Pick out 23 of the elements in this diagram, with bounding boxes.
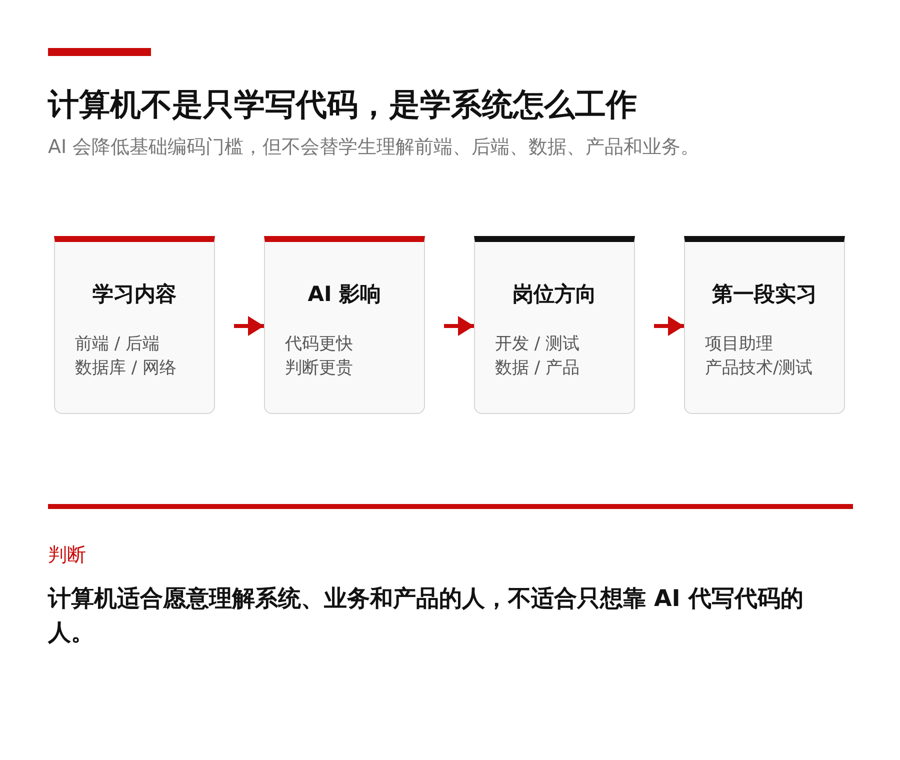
step-card: [54, 236, 215, 414]
card-title: 岗位方向: [512, 281, 598, 308]
card-title: AI 影响: [306, 281, 382, 308]
card-text: 数据 / 产品: [495, 357, 580, 379]
step-card: [474, 236, 635, 414]
card-text: 数据库 / 网络: [75, 357, 177, 379]
card-title: 学习内容: [92, 281, 178, 308]
card-text: 代码更快: [285, 333, 353, 355]
conclusion-text: 计算机适合愿意理解系统、业务和产品的人，不适合只想靠 AI 代写代码的人。: [48, 585, 804, 648]
section-label: 判断: [48, 543, 86, 568]
arrow: [654, 316, 684, 336]
card-text: 产品技术/测试: [705, 357, 813, 379]
card-text: 开发 / 测试: [495, 333, 580, 355]
step-card: [684, 236, 845, 414]
title: 计算机不是只学写代码，是学系统怎么工作: [48, 86, 637, 125]
card-text: 项目助理: [705, 333, 773, 355]
subtitle: AI 会降低基础编码门槛，但不会替学生理解前端、后端、数据、产品和业务。: [48, 135, 700, 160]
arrow: [234, 316, 264, 336]
arrow: [444, 316, 474, 336]
card-text: 判断更贵: [285, 357, 353, 379]
card-text: 前端 / 后端: [75, 333, 160, 355]
card-title: 第一段实习: [711, 281, 818, 308]
step-card: [264, 236, 425, 414]
